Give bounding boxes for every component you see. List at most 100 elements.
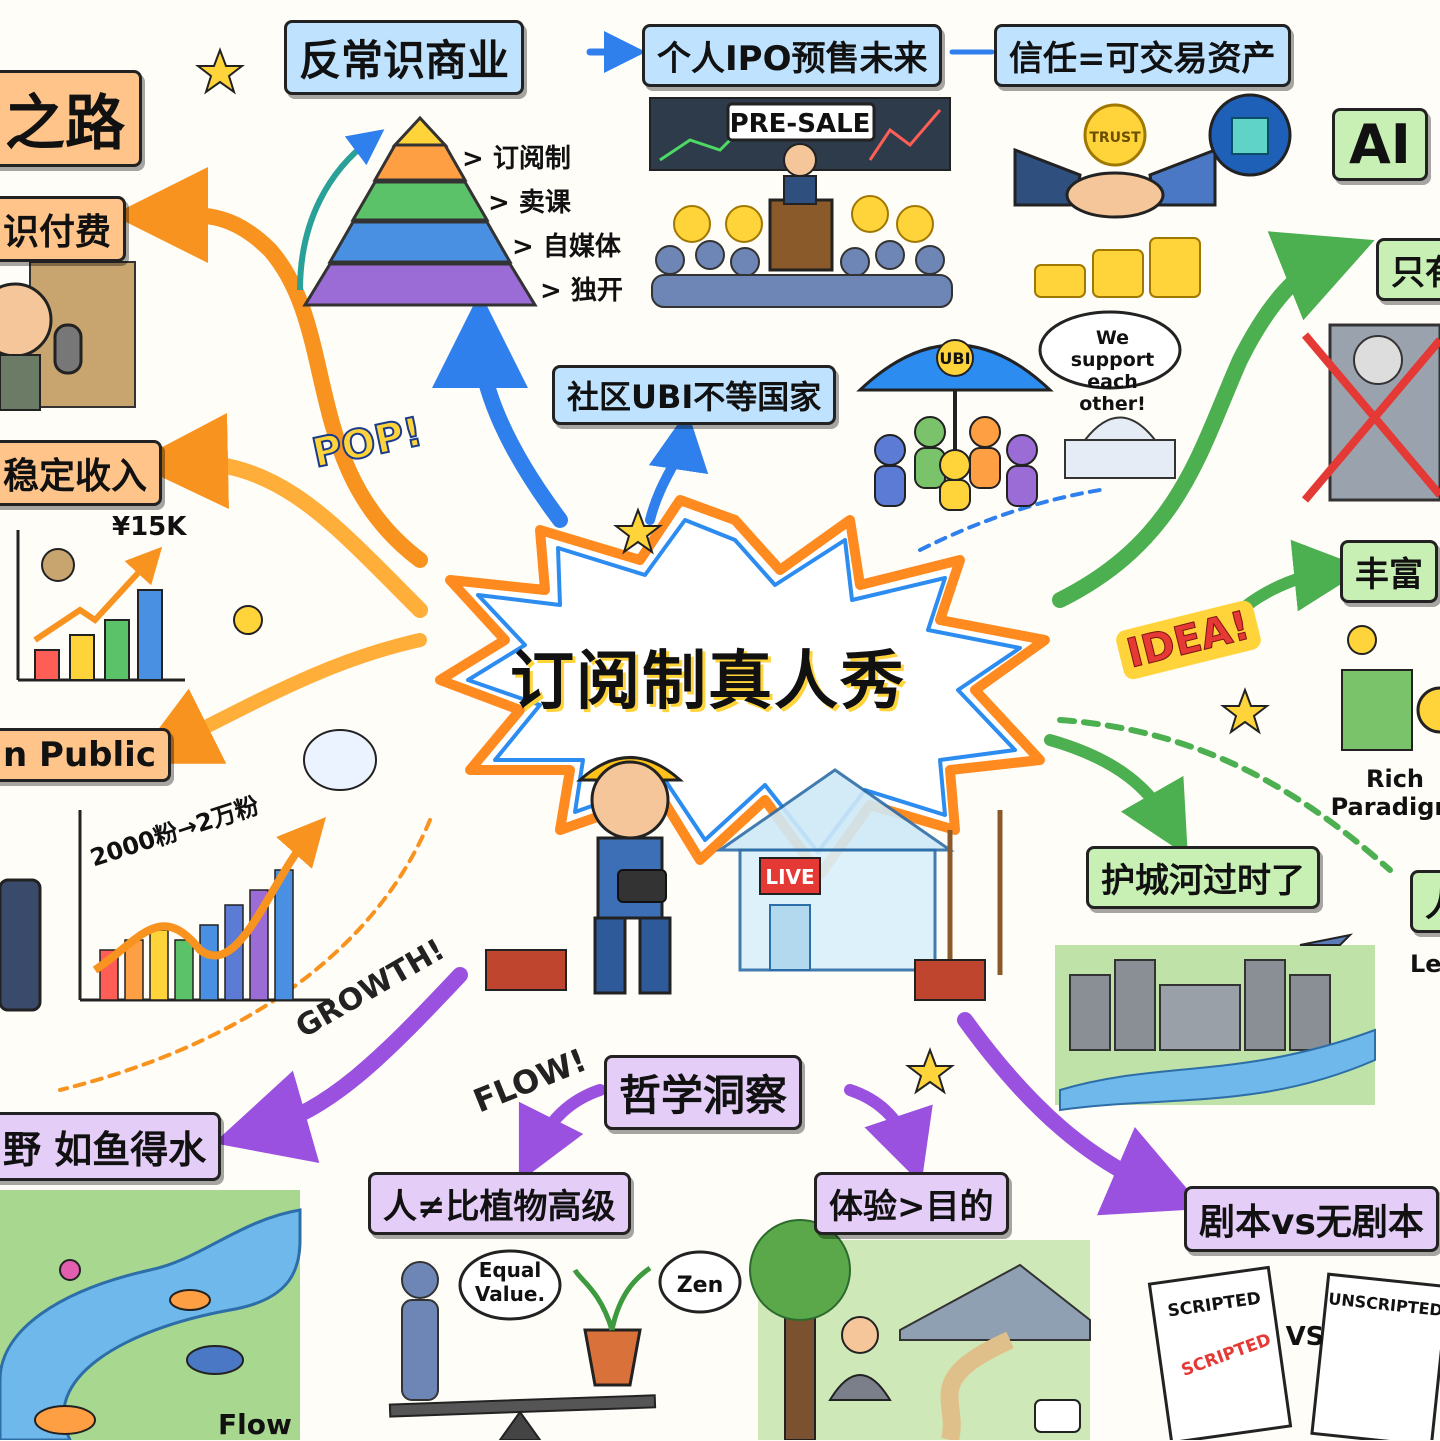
subscription-pyramid: [297, 115, 538, 307]
handshake-icon: [1065, 171, 1165, 219]
wild-fish-label: 野 如鱼得水: [0, 1112, 222, 1181]
builder-figure: [485, 756, 684, 995]
fish-icon: [34, 1405, 96, 1435]
person-cut-label: 人: [1410, 870, 1440, 933]
decorative-stars: [195, 47, 1270, 1095]
speech-bubble: [658, 1250, 742, 1314]
fish-icon: [186, 1345, 244, 1375]
script-vs-unscripted-label: 剧本vs无剧本: [1184, 1186, 1439, 1252]
plant-icon: [572, 1265, 652, 1331]
only-label: 只有: [1376, 238, 1440, 301]
presale-scene: [649, 97, 953, 308]
coin-stacks: [1034, 237, 1201, 298]
meditating-monk-icon: [841, 1316, 879, 1354]
arrow-ubi-dashed: [918, 488, 1102, 552]
crossed-office-building: [1301, 323, 1440, 503]
knowledge-pay-label: 识付费: [0, 196, 127, 262]
trust-asset-label: 信任=可交易资产: [994, 24, 1291, 87]
trust-coin-icon: [1083, 103, 1147, 167]
speech-bubble: [1038, 310, 1182, 390]
trust-coin-label: TRUST: [1089, 130, 1141, 146]
income-bar-chart: [16, 530, 263, 682]
zen-landscape: [749, 1219, 1091, 1440]
equal-value-scene: [388, 1249, 742, 1440]
arrow-to-person: [1057, 717, 1393, 873]
government-building-icon: [1064, 416, 1176, 479]
pyramid-item-self-media: > 自媒体: [512, 232, 621, 262]
money-bag-icon: [41, 548, 75, 582]
arrow-to-moat: [1044, 734, 1188, 857]
arrow-to-contrarian: [432, 292, 568, 528]
arrow-phil-right: [844, 1084, 933, 1185]
rich-label: 丰富: [1340, 540, 1438, 603]
contrarian-business-label: 反常识商业: [284, 20, 525, 95]
arrow-to-wild: [213, 967, 468, 1163]
moat-obsolete-label: 护城河过时了: [1086, 846, 1320, 909]
glass-house: [715, 768, 1003, 1001]
ubi-umbrella-label: UBI: [939, 349, 970, 368]
road-title-label: 之路: [0, 70, 142, 167]
castle-scene: [1055, 933, 1376, 1112]
zen-label: Zen: [677, 1273, 724, 1298]
human-plant-label: 人≠比植物高级: [368, 1172, 631, 1235]
philosophy-insight-label: 哲学洞察: [604, 1055, 803, 1130]
arrow-to-stable-income: [132, 413, 428, 618]
arrow-to-build-public: [132, 633, 427, 764]
arrow-to-script: [957, 1012, 1205, 1216]
ai-label: AI: [1332, 108, 1428, 181]
central-title: 订阅制真人秀: [510, 645, 906, 719]
le-label: Le: [1410, 950, 1440, 978]
airplane-icon: [1299, 933, 1354, 946]
ubi-umbrella-scene: [856, 310, 1182, 511]
script-papers: [1147, 1265, 1440, 1440]
arrow-growth-dashed: [58, 818, 432, 1092]
tree-icon: [749, 1219, 851, 1321]
live-sign: [759, 857, 821, 895]
person-icon: [401, 1299, 439, 1401]
flow-caption: Flow: [218, 1408, 292, 1441]
podcast-scene: [0, 261, 136, 411]
river-scene: [0, 1190, 302, 1440]
arrow-to-knowledge-pay: [112, 166, 428, 568]
stable-income-label: 稳定收入: [0, 440, 163, 506]
community-ubi-label: 社区UBI不等国家: [552, 365, 837, 425]
support-bubble-text: We support each other!: [1070, 327, 1155, 415]
trust-handshake-scene: [1013, 93, 1292, 298]
speech-bubble: [458, 1249, 562, 1321]
vs-label: VS: [1286, 1322, 1325, 1352]
arrow-phil-left: [518, 1084, 606, 1183]
phone-icon: [0, 878, 42, 1012]
fans-growth-chart: [0, 729, 377, 1012]
personal-ipo-label: 个人IPO预售未来: [642, 24, 943, 87]
bricks-icon: [485, 949, 567, 991]
live-badge: LIVE: [765, 865, 814, 889]
camera-icon: [617, 869, 667, 903]
arrow-to-ubi: [645, 410, 709, 525]
build-public-label: n Public: [0, 728, 171, 782]
art-supplies-icon: [1341, 669, 1413, 751]
fish-icon: [169, 1289, 211, 1311]
seesaw-icon: [498, 1410, 542, 1440]
equal-value-text: Equal Value.: [474, 1258, 546, 1306]
income-value-label: ¥15K: [112, 512, 187, 542]
blockchain-cube-icon: [1231, 117, 1269, 155]
crown-icon: [391, 115, 449, 147]
pyramid-item-courses: > 卖课: [488, 188, 571, 218]
rich-paradigm-text: Rich Paradigm: [1330, 765, 1440, 821]
flower-icon: [59, 1259, 81, 1281]
sad-face-icon: [1353, 335, 1403, 385]
tea-cup-icon: [1034, 1399, 1081, 1433]
presale-banner: PRE-SALE: [730, 109, 871, 139]
arrow-to-only: [1052, 231, 1375, 608]
share-bubble-icon: [303, 729, 377, 791]
experience-purpose-label: 体验>目的: [814, 1172, 1009, 1235]
pyramid-item-solo: > 独开: [540, 276, 623, 306]
lightbulb-icon: [1347, 625, 1377, 655]
rich-paradigm-scene: [1341, 625, 1440, 751]
lightbulb-icon: [233, 605, 263, 635]
pyramid-item-subscription: > 订阅制: [462, 144, 571, 174]
microphone-icon: [53, 323, 83, 375]
connector-arrows: [58, 31, 1393, 1216]
